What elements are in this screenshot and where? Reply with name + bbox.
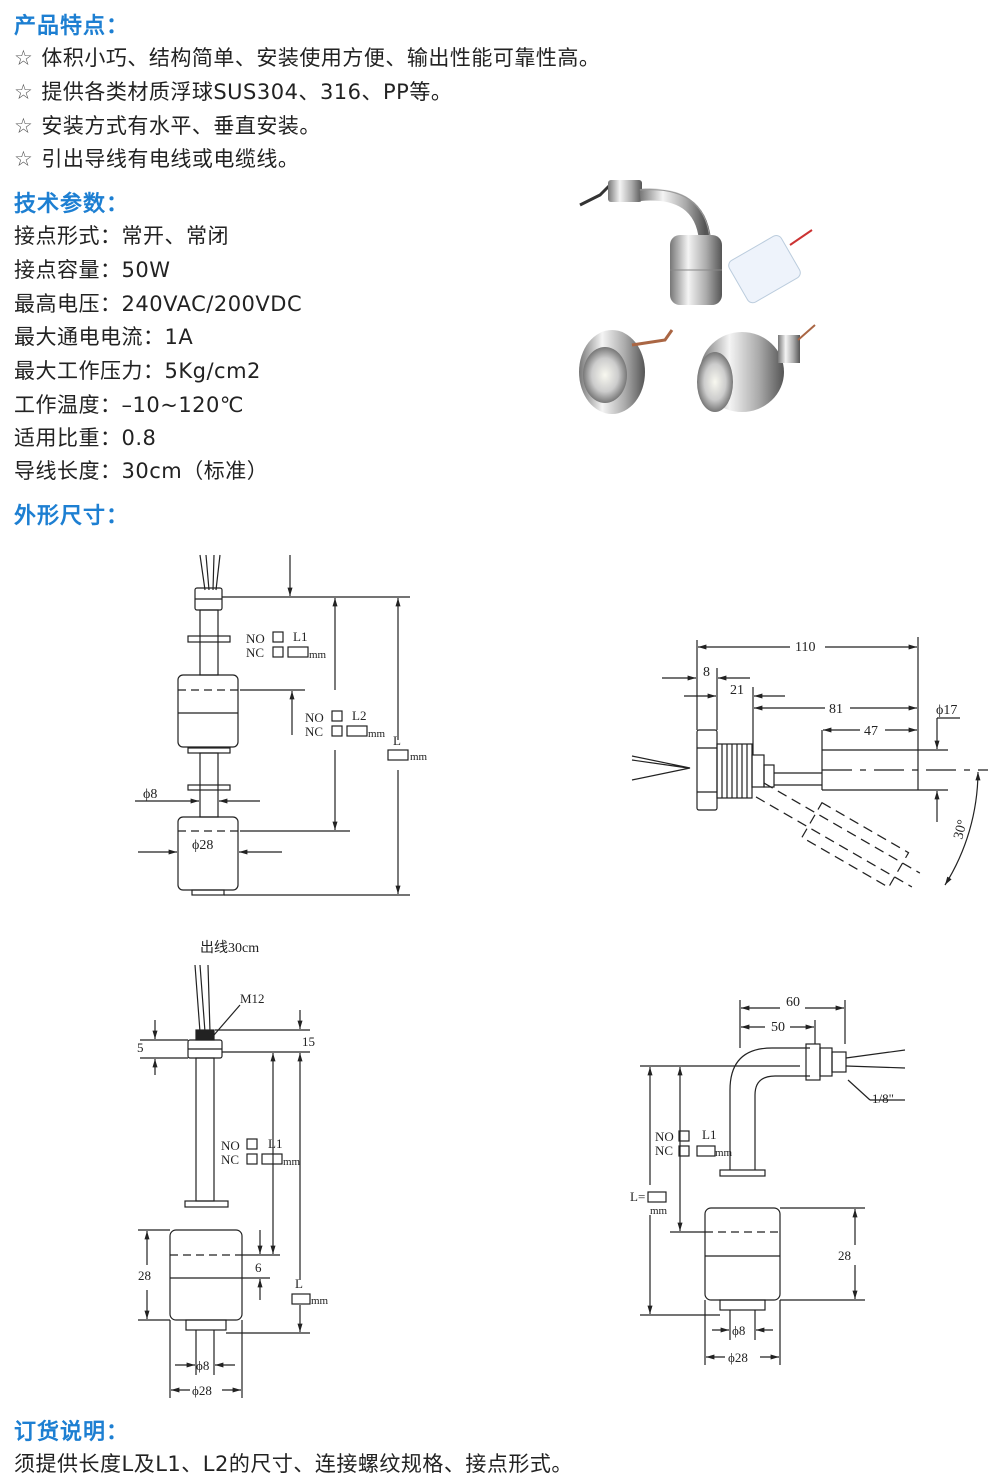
nc-label: NC xyxy=(246,645,264,660)
dim-110: 110 xyxy=(795,640,815,655)
feature-item: ☆ 引出导线有电线或电缆线。 xyxy=(14,143,299,173)
feature-text: 安装方式有水平、垂直安装。 xyxy=(41,114,321,138)
star-outline-icon: ☆ xyxy=(14,80,34,104)
spec-item: 工作温度：–10~120℃ xyxy=(14,393,244,417)
vertical-single-float-drawing xyxy=(138,964,311,1398)
wire-length-label: 出线30cm xyxy=(200,940,259,956)
order-heading: 订货说明： xyxy=(14,1420,130,1445)
thread-label: 1/8" xyxy=(872,1091,894,1106)
nc-label: NC xyxy=(305,724,323,739)
spec-item: 适用比重：0.8 xyxy=(14,426,157,450)
dim-60: 60 xyxy=(786,995,800,1010)
no-label: NO xyxy=(655,1129,674,1144)
feature-text: 体积小巧、结构简单、安装使用方便、输出性能可靠性高。 xyxy=(41,46,601,70)
dim-8: 8 xyxy=(703,665,710,680)
spec-item: 最高电压：240VAC/200VDC xyxy=(14,292,303,316)
nc-label: NC xyxy=(655,1143,673,1158)
mm-label: mm xyxy=(368,728,386,740)
dim-6: 6 xyxy=(255,1260,262,1275)
l1-label: L1 xyxy=(268,1136,282,1151)
product-photo xyxy=(579,180,816,414)
mm-label: mm xyxy=(715,1147,733,1159)
feature-text: 引出导线有电线或电缆线。 xyxy=(41,147,300,171)
feature-text: 提供各类材质浮球SUS304、316、PP等。 xyxy=(41,80,453,104)
vertical-dual-float-drawing xyxy=(135,554,410,896)
spec-item: 导线长度：30cm（标准） xyxy=(14,459,269,483)
star-outline-icon: ☆ xyxy=(14,46,34,70)
thread-label: M12 xyxy=(240,991,265,1006)
dim-21: 21 xyxy=(730,683,744,698)
dim-15: 15 xyxy=(302,1034,315,1049)
feature-item: ☆ 安装方式有水平、垂直安装。 xyxy=(14,110,321,140)
dim-47: 47 xyxy=(864,724,878,739)
spec-item: 接点容量：50W xyxy=(14,258,171,282)
no-label: NO xyxy=(221,1138,240,1153)
mm-label: mm xyxy=(309,649,327,661)
mm-label: mm xyxy=(410,751,428,763)
no-label: NO xyxy=(305,710,324,725)
l2-label: L2 xyxy=(352,708,366,723)
l-label: L xyxy=(393,733,401,748)
spec-item: 最大通电电流：1A xyxy=(14,325,194,349)
no-label: NO xyxy=(246,631,265,646)
star-outline-icon: ☆ xyxy=(14,114,34,138)
diameter-8-label: ϕ8 xyxy=(196,1358,209,1373)
dim-28: 28 xyxy=(138,1268,151,1283)
diameter-8-label: ϕ8 xyxy=(143,787,157,802)
l-label: L= xyxy=(630,1189,645,1204)
dim-50: 50 xyxy=(771,1020,785,1035)
diameter-8-label: ϕ8 xyxy=(732,1323,745,1338)
dimensions-heading: 外形尺寸： xyxy=(14,504,130,529)
spec-item: 最大工作压力：5Kg/cm2 xyxy=(14,359,261,383)
elbow-float-drawing xyxy=(640,1000,906,1365)
dim-5: 5 xyxy=(137,1040,144,1055)
dim-28: 28 xyxy=(838,1248,851,1263)
diameter-28-label: ϕ28 xyxy=(728,1350,748,1365)
diameter-28-label: ϕ28 xyxy=(192,838,213,853)
horizontal-mount-drawing xyxy=(631,637,988,889)
mm-label: mm xyxy=(283,1156,301,1168)
mm-label: mm xyxy=(311,1295,329,1307)
star-outline-icon: ☆ xyxy=(14,147,34,171)
diameter-28-label: ϕ28 xyxy=(192,1383,212,1398)
feature-item: ☆ 体积小巧、结构简单、安装使用方便、输出性能可靠性高。 xyxy=(14,42,600,72)
features-heading: 产品特点： xyxy=(14,14,130,39)
feature-item: ☆ 提供各类材质浮球SUS304、316、PP等。 xyxy=(14,76,452,106)
angle-label: 30° xyxy=(951,818,971,841)
nc-label: NC xyxy=(221,1152,239,1167)
mm-label: mm xyxy=(650,1205,668,1217)
dim-81: 81 xyxy=(829,702,843,717)
specs-heading: 技术参数： xyxy=(14,192,130,217)
order-text: 须提供长度L及L1、L2的尺寸、连接螺纹规格、接点形式。 xyxy=(14,1452,573,1476)
l1-label: L1 xyxy=(702,1127,716,1142)
spec-item: 接点形式：常开、常闭 xyxy=(14,224,229,248)
l1-label: L1 xyxy=(293,629,307,644)
l-label: L xyxy=(295,1276,303,1291)
diameter-17-label: ϕ17 xyxy=(936,703,957,718)
